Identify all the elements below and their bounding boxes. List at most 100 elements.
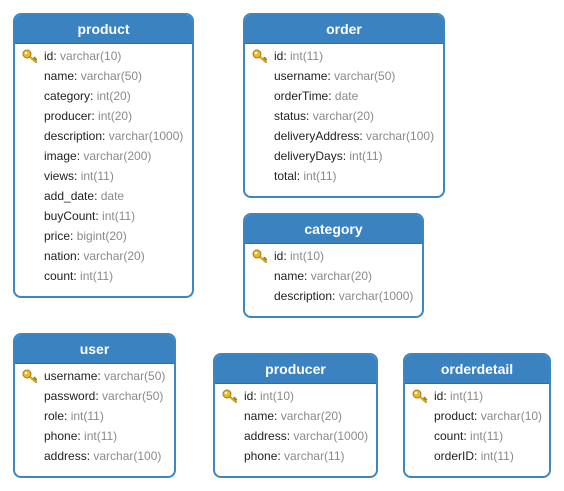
field-row[interactable]: views: int(11): [15, 166, 192, 186]
field-type: varchar(20): [310, 269, 373, 283]
field-separator: :: [74, 169, 81, 183]
field-separator: :: [463, 429, 471, 443]
field-name: id: [274, 249, 284, 263]
field-list: id: int(11)product: varchar(10)count: in…: [405, 384, 549, 466]
field-row[interactable]: username: varchar(50): [15, 366, 174, 386]
field-type: varchar(50): [334, 69, 396, 83]
field-row[interactable]: address: varchar(1000): [215, 426, 376, 446]
field-row[interactable]: producer: int(20): [15, 106, 192, 126]
field-row[interactable]: add_date: date: [15, 186, 192, 206]
field-row[interactable]: image: varchar(200): [15, 146, 192, 166]
field-separator: :: [474, 409, 481, 423]
field-row[interactable]: id: int(10): [245, 246, 422, 266]
primary-key-icon: [22, 49, 38, 63]
field-row[interactable]: price: bigint(20): [15, 226, 192, 246]
field-name: price: [44, 229, 71, 243]
field-name: views: [44, 169, 75, 183]
field-row[interactable]: count: int(11): [405, 426, 549, 446]
field-type: int(20): [98, 109, 133, 123]
field-row[interactable]: id: int(11): [245, 46, 443, 66]
field-separator: :: [86, 449, 94, 463]
field-separator: :: [53, 49, 61, 63]
field-type: int(10): [290, 249, 325, 263]
field-name: deliveryAddress: [274, 129, 360, 143]
field-separator: :: [102, 129, 109, 143]
field-row[interactable]: phone: varchar(11): [215, 446, 376, 466]
field-list: id: int(11)username: varchar(50)orderTim…: [245, 44, 443, 186]
field-type: int(11): [80, 169, 114, 183]
table-title: category: [245, 215, 422, 244]
field-name: total: [274, 169, 297, 183]
field-separator: :: [304, 269, 311, 283]
field-separator: :: [74, 69, 81, 83]
field-type: varchar(11): [284, 449, 345, 463]
field-separator: :: [94, 189, 101, 203]
field-row[interactable]: username: varchar(50): [245, 66, 443, 86]
field-row[interactable]: password: varchar(50): [15, 386, 174, 406]
table-title: product: [15, 15, 192, 44]
field-type: varchar(1000): [293, 429, 369, 443]
field-list: id: int(10)name: varchar(20)address: var…: [215, 384, 376, 466]
field-name: username: [44, 369, 98, 383]
field-type: varchar(100): [366, 129, 435, 143]
field-separator: :: [342, 149, 350, 163]
primary-key-icon: [252, 49, 268, 63]
table-title: producer: [215, 355, 376, 384]
field-row[interactable]: orderTime: date: [245, 86, 443, 106]
field-type: int(11): [470, 429, 504, 443]
field-row[interactable]: id: int(10): [215, 386, 376, 406]
field-row[interactable]: address: varchar(100): [15, 446, 174, 466]
field-row[interactable]: name: varchar(20): [245, 266, 422, 286]
field-name: password: [44, 389, 96, 403]
field-name: category: [44, 89, 91, 103]
field-type: varchar(50): [104, 369, 166, 383]
field-row[interactable]: name: varchar(50): [15, 66, 192, 86]
field-row[interactable]: total: int(11): [245, 166, 443, 186]
field-row[interactable]: role: int(11): [15, 406, 174, 426]
field-row[interactable]: orderID: int(11): [405, 446, 549, 466]
field-separator: :: [64, 409, 71, 423]
field-type: int(11): [480, 449, 514, 463]
field-row[interactable]: nation: varchar(20): [15, 246, 192, 266]
table-title: user: [15, 335, 174, 364]
field-type: int(11): [290, 49, 324, 63]
field-name: description: [274, 289, 333, 303]
field-separator: :: [95, 209, 103, 223]
field-row[interactable]: name: varchar(20): [215, 406, 376, 426]
field-row[interactable]: description: varchar(1000): [15, 126, 192, 146]
field-separator: :: [277, 449, 285, 463]
field-separator: :: [286, 429, 294, 443]
field-row[interactable]: id: varchar(10): [15, 46, 192, 66]
field-row[interactable]: deliveryAddress: varchar(100): [245, 126, 443, 146]
field-type: varchar(50): [102, 389, 164, 403]
field-row[interactable]: phone: int(11): [15, 426, 174, 446]
field-name: id: [434, 389, 444, 403]
field-type: varchar(50): [80, 69, 143, 83]
field-name: phone: [244, 449, 278, 463]
field-type: varchar(10): [60, 49, 122, 63]
field-row[interactable]: buyCount: int(11): [15, 206, 192, 226]
field-row[interactable]: status: varchar(20): [245, 106, 443, 126]
field-type: varchar(200): [83, 149, 152, 163]
field-row[interactable]: deliveryDays: int(11): [245, 146, 443, 166]
primary-key-icon: [22, 369, 38, 383]
field-name: deliveryDays: [274, 149, 343, 163]
field-row[interactable]: category: int(20): [15, 86, 192, 106]
field-name: name: [44, 69, 75, 83]
field-list: id: int(10)name: varchar(20)description:…: [245, 244, 422, 306]
field-row[interactable]: product: varchar(10): [405, 406, 549, 426]
field-row[interactable]: count: int(11): [15, 266, 192, 286]
field-separator: :: [283, 249, 291, 263]
field-row[interactable]: description: varchar(1000): [245, 286, 422, 306]
field-separator: :: [77, 429, 85, 443]
field-separator: :: [274, 409, 281, 423]
field-type: int(11): [102, 209, 136, 223]
field-type: varchar(20): [280, 409, 343, 423]
field-row[interactable]: id: int(11): [405, 386, 549, 406]
